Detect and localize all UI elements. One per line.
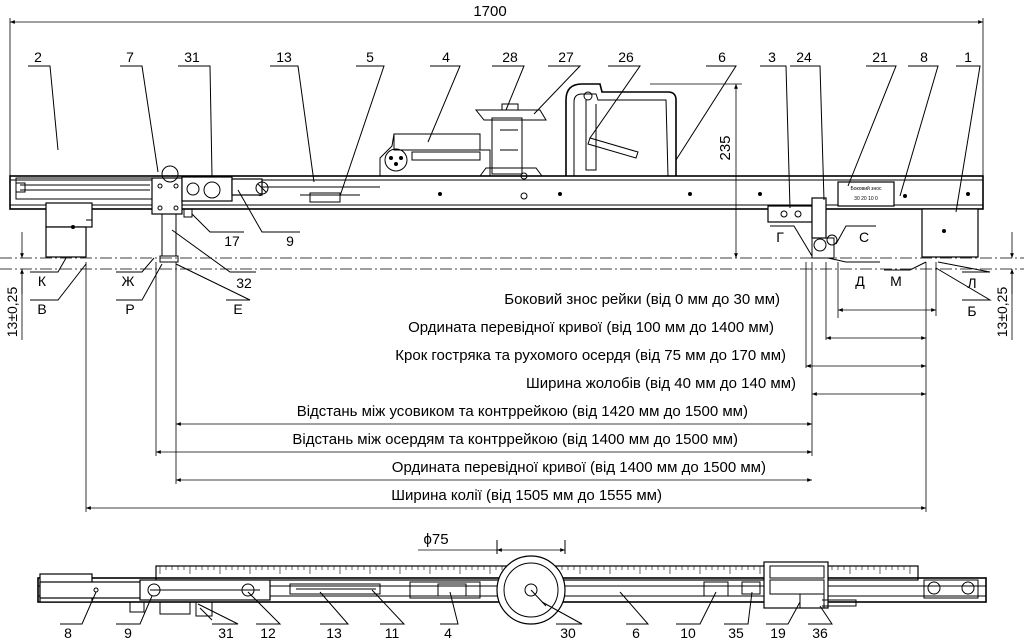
letter-s: С [859,229,869,245]
letter-k: К [38,273,47,289]
callout-9: 9 [286,233,294,249]
height-dimension-label: 235 [717,135,734,160]
overall-dimension: 1700 [9,3,984,178]
overall-dimension-label: 1700 [473,3,506,20]
letter-zh: Ж [122,273,135,289]
bottom-callout-30: 30 [560,625,576,641]
measurement-2: Крок гостряка та рухомого осердя (від 75… [395,347,786,364]
diameter-callout: ϕ75 [418,531,565,552]
callout-1: 1 [964,49,972,65]
callout-5: 5 [366,49,374,65]
callout-4: 4 [442,49,450,65]
handle-block [379,133,491,176]
measurement-5: Відстань між осердям та контррейкою (від… [292,431,738,448]
bottom-callout-11: 11 [385,625,400,641]
callout-24: 24 [796,49,812,65]
bottom-callout-12: 12 [260,625,276,641]
tolerance-right: 13±0,25 [994,232,1014,340]
callout-21: 21 [872,49,888,65]
mid-callouts: 17 9 32 [171,189,300,291]
measurement-labels: Боковий знос рейки (від 0 мм до 30 мм) О… [292,291,796,504]
bottom-callout-31: 31 [218,625,234,641]
letter-e: Е [233,301,242,317]
measurement-0: Боковий знос рейки (від 0 мм до 30 мм) [504,291,780,308]
letter-b: Б [967,303,976,319]
letter-l: Л [967,275,976,291]
tolerance-left: 13±0,25 [4,232,24,340]
carriage [151,165,269,263]
callout-32: 32 [236,275,252,291]
callout-31: 31 [184,49,200,65]
height-dimension: 235 [650,83,742,258]
callout-26: 26 [618,49,634,65]
bottom-callout-19: 19 [770,625,786,641]
measurement-7: Ширина колії (від 1505 мм до 1555 мм) [391,487,662,504]
callout-6: 6 [718,49,726,65]
bottom-callout-4: 4 [444,625,452,641]
post [474,103,547,177]
callout-2: 2 [34,49,42,65]
callout-3: 3 [768,49,776,65]
center-lines [0,257,1024,270]
callout-28: 28 [502,49,518,65]
callout-7: 7 [126,49,134,65]
measurement-3: Ширина жолобів (від 40 мм до 140 мм) [526,375,796,392]
callout-27: 27 [558,49,574,65]
right-measuring-block: Боковий знос 30 20 10 0 [767,181,895,259]
scale-numbers: 30 20 10 0 [854,196,878,202]
callout-13: 13 [276,49,292,65]
letter-d: Д [855,273,865,289]
measurement-1: Ордината перевідної кривої (від 100 мм д… [408,319,774,336]
bottom-callout-6: 6 [632,625,640,641]
lever-frame [565,83,677,177]
callout-17: 17 [224,233,240,249]
letter-g: Г [776,229,784,245]
scale-label: Боковий знос [850,185,882,192]
right-foot [921,208,979,258]
bottom-callout-9: 9 [124,625,132,641]
measurement-lines [86,308,936,510]
bottom-callouts: 8 9 31 12 13 11 4 30 6 10 35 19 36 [60,589,833,641]
bottom-callout-36: 36 [812,625,828,641]
tolerance-right-label: 13±0,25 [994,287,1010,338]
bottom-view [37,540,987,625]
bottom-callout-13: 13 [326,625,342,641]
tolerance-left-label: 13±0,25 [4,287,20,338]
bottom-callout-35: 35 [728,625,744,641]
diameter-label: ϕ75 [423,531,448,548]
letter-v: В [37,301,46,317]
letter-r: Р [125,301,134,317]
point-letters: К В Ж Р Е Г С Д М Л Б [30,225,992,319]
callout-8: 8 [920,49,928,65]
left-foot [45,202,93,258]
bottom-callout-10: 10 [680,625,696,641]
bottom-callout-8: 8 [64,625,72,641]
top-callouts: 2 7 31 13 5 4 28 27 26 6 3 24 21 8 1 [28,49,981,213]
letter-m: М [890,273,902,289]
measurement-4: Відстань між усовиком та контррейкою (ві… [297,403,748,420]
measurement-6: Ордината перевідної кривої (від 1400 мм … [392,459,766,476]
